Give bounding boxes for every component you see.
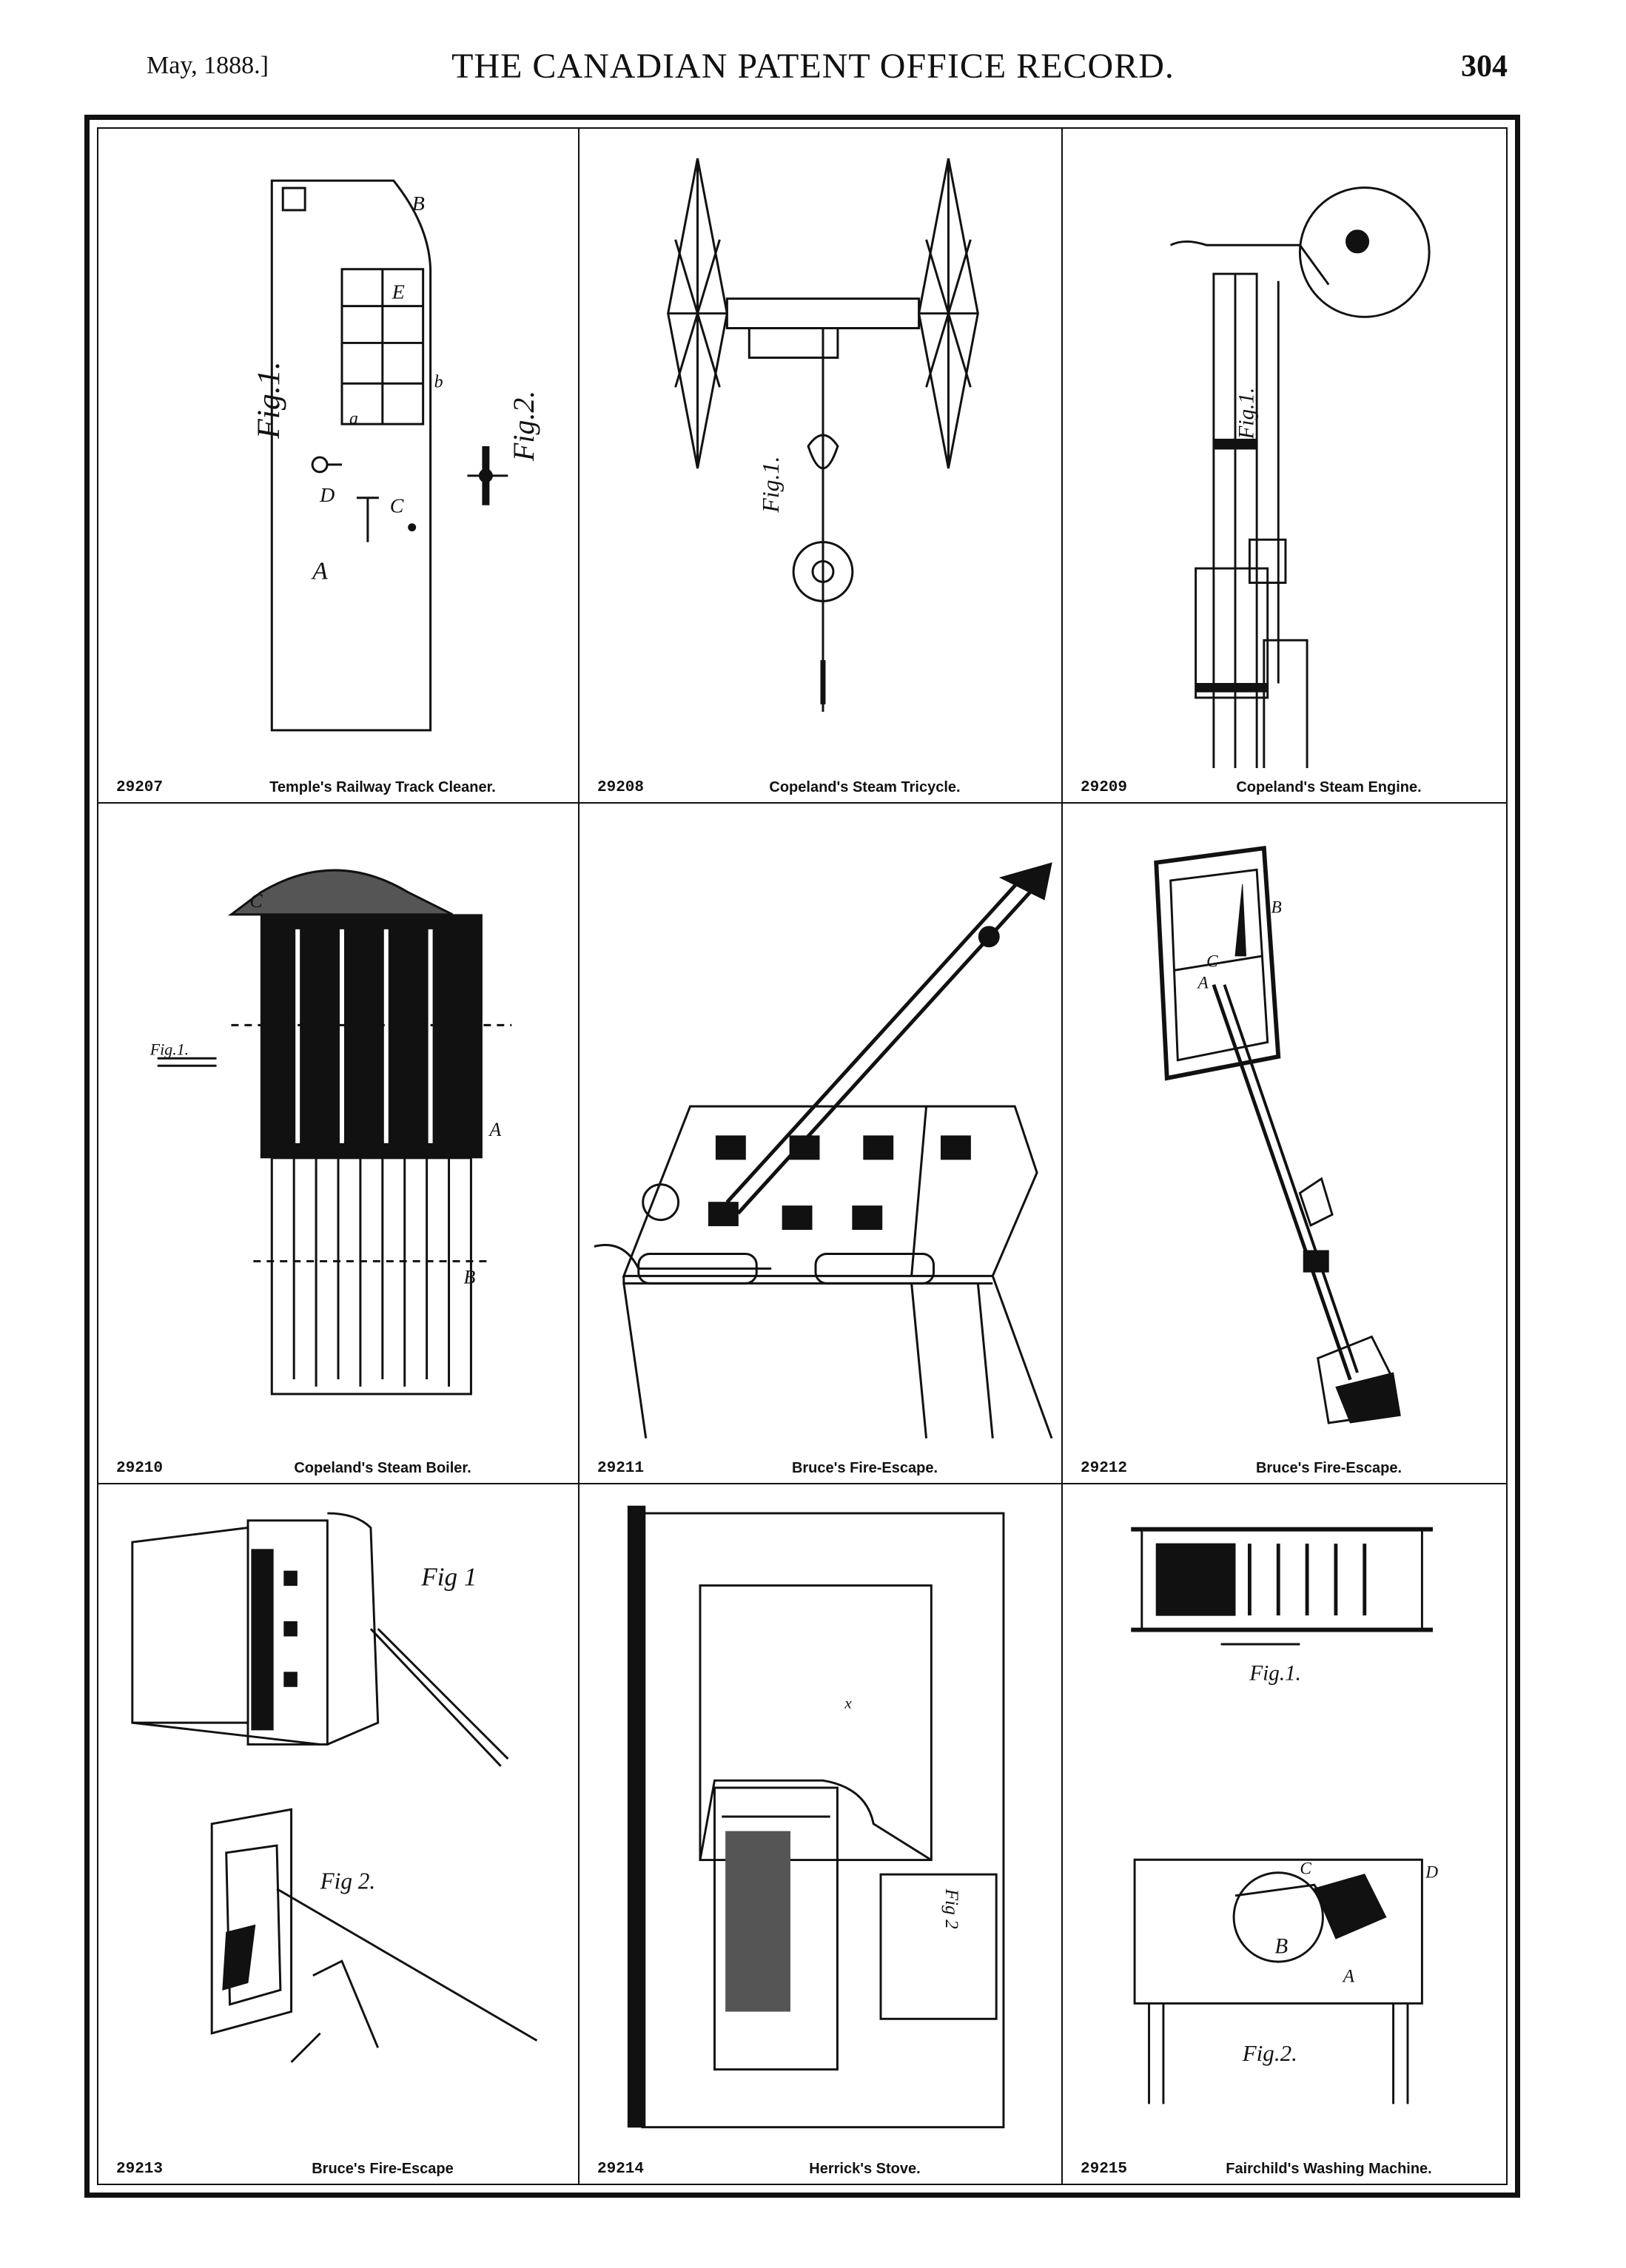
patent-panel-29210: Fig.1. A B C 29210 Copeland's Steam Boil… bbox=[98, 804, 579, 1484]
panel-caption: 29213 Bruce's Fire-Escape bbox=[98, 2151, 578, 2178]
panel-caption: 29211 Bruce's Fire-Escape. bbox=[579, 1450, 1061, 1477]
patent-number: 29211 bbox=[597, 1460, 645, 1477]
patent-title: Copeland's Steam Engine. bbox=[1236, 779, 1422, 795]
label-D: D bbox=[319, 484, 335, 507]
fire-escape-figures-drawing: Fig 1 Fig 2. bbox=[131, 1512, 538, 2063]
patent-panel-29213: Fig 1 Fig 2. 29213 Bruce's Fire-Escape bbox=[98, 1484, 579, 2184]
label-B: B bbox=[1274, 1934, 1288, 1958]
panel-caption: 29210 Copeland's Steam Boiler. bbox=[98, 1450, 578, 1477]
washing-machine-drawing: Fig.1. Fig.2. A B C D bbox=[1131, 1527, 1438, 2104]
label-x: x bbox=[844, 1695, 852, 1712]
steam-engine-drawing: Fig.1. bbox=[1169, 186, 1431, 768]
label-a: a bbox=[349, 409, 358, 428]
patent-title: Bruce's Fire-Escape bbox=[312, 2161, 454, 2177]
fig-label: Fig.1. bbox=[150, 1040, 189, 1058]
fig1-label: Fig.1. bbox=[251, 361, 286, 440]
patent-title: Copeland's Steam Boiler. bbox=[294, 1460, 471, 1476]
panel-caption: 29208 Copeland's Steam Tricycle. bbox=[579, 770, 1061, 796]
steam-tricycle-drawing: Fig.1. bbox=[667, 158, 979, 712]
fig2-label: Fig.2. bbox=[507, 391, 540, 462]
patent-title: Fairchild's Washing Machine. bbox=[1226, 2161, 1432, 2177]
label-B: B bbox=[412, 192, 425, 215]
patent-panel-29211: 29211 Bruce's Fire-Escape. bbox=[579, 804, 1063, 1484]
patent-number: 29208 bbox=[597, 779, 645, 796]
panel-caption: 29209 Copeland's Steam Engine. bbox=[1063, 770, 1506, 796]
patent-title: Bruce's Fire-Escape. bbox=[1255, 1460, 1402, 1476]
fig2-label: Fig 2 bbox=[941, 1888, 962, 1930]
label-C: C bbox=[249, 890, 263, 912]
patent-number: 29213 bbox=[116, 2161, 164, 2178]
panel-caption: 29214 Herrick's Stove. bbox=[579, 2151, 1061, 2178]
fig1-label: Fig.1. bbox=[1249, 1662, 1301, 1686]
panel-caption: 29207 Temple's Railway Track Cleaner. bbox=[98, 770, 578, 796]
label-C: C bbox=[390, 495, 404, 518]
patent-panel-29209: Fig.1. 29209 Copeland's Steam Engine. bbox=[1063, 129, 1506, 804]
label-B: B bbox=[1271, 898, 1282, 918]
patent-number: 29210 bbox=[116, 1460, 164, 1477]
publication-title: THE CANADIAN PATENT OFFICE RECORD. bbox=[451, 47, 1175, 86]
label-E: E bbox=[392, 281, 405, 304]
page-header: May, 1888.] THE CANADIAN PATENT OFFICE R… bbox=[0, 46, 1626, 98]
panel-caption: 29212 Bruce's Fire-Escape. bbox=[1063, 1450, 1506, 1477]
patent-number: 29214 bbox=[597, 2161, 645, 2178]
panel-caption: 29215 Fairchild's Washing Machine. bbox=[1063, 2151, 1506, 2178]
plate-inner-border: Fig.1. Fig.2. A B C D E a b 29207 Temple… bbox=[97, 127, 1508, 2185]
patent-panel-29215: Fig.1. Fig.2. A B C D 29215 Fairchild's … bbox=[1063, 1484, 1506, 2184]
page-number: 304 bbox=[1461, 50, 1508, 84]
label-A: A bbox=[311, 557, 328, 585]
fig2-label: Fig.2. bbox=[1242, 2040, 1297, 2066]
issue-date: May, 1888.] bbox=[147, 52, 269, 79]
fig-label: Fig.1. bbox=[1234, 388, 1258, 440]
patent-panel-29214: Fig 2 x 29214 Herrick's Stove. bbox=[579, 1484, 1063, 2184]
patent-title: Temple's Railway Track Cleaner. bbox=[269, 779, 496, 795]
patent-panel-29212: A B C 29212 Bruce's Fire-Escape. bbox=[1063, 804, 1506, 1484]
patent-title: Copeland's Steam Tricycle. bbox=[769, 779, 961, 795]
label-C: C bbox=[1206, 952, 1218, 971]
label-A: A bbox=[488, 1119, 501, 1140]
fig-label: Fig.1. bbox=[758, 457, 784, 514]
label-b: b bbox=[434, 372, 443, 391]
label-D: D bbox=[1425, 1863, 1438, 1882]
steam-boiler-drawing: Fig.1. A B C bbox=[150, 869, 512, 1396]
fig2-label: Fig 2. bbox=[320, 1868, 376, 1894]
fire-escape-building-drawing bbox=[594, 862, 1053, 1439]
stove-drawing: Fig 2 x bbox=[627, 1505, 1005, 2129]
patent-number: 29212 bbox=[1081, 1460, 1128, 1477]
patent-panel-29208: Fig.1. 29208 Copeland's Steam Tricycle. bbox=[579, 129, 1063, 804]
patent-number: 29207 bbox=[116, 779, 164, 796]
patent-title: Herrick's Stove. bbox=[809, 2161, 921, 2177]
label-B: B bbox=[463, 1266, 475, 1288]
patent-number: 29215 bbox=[1081, 2161, 1128, 2178]
plate-frame: Fig.1. Fig.2. A B C D E a b 29207 Temple… bbox=[84, 115, 1520, 2198]
label-A: A bbox=[1342, 1966, 1355, 1986]
track-cleaner-drawing: Fig.1. Fig.2. A B C D E a b bbox=[251, 179, 540, 732]
patent-panel-29207: Fig.1. Fig.2. A B C D E a b 29207 Temple… bbox=[98, 129, 579, 804]
patent-drawings-grid: Fig.1. Fig.2. A B C D E a b 29207 Temple… bbox=[98, 129, 1506, 2184]
fire-escape-window-drawing: A B C bbox=[1154, 845, 1401, 1424]
patent-number: 29209 bbox=[1081, 779, 1128, 796]
label-A: A bbox=[1197, 974, 1209, 993]
label-C: C bbox=[1300, 1860, 1311, 1879]
patent-title: Bruce's Fire-Escape. bbox=[791, 1460, 938, 1476]
fig1-label: Fig 1 bbox=[420, 1563, 477, 1592]
